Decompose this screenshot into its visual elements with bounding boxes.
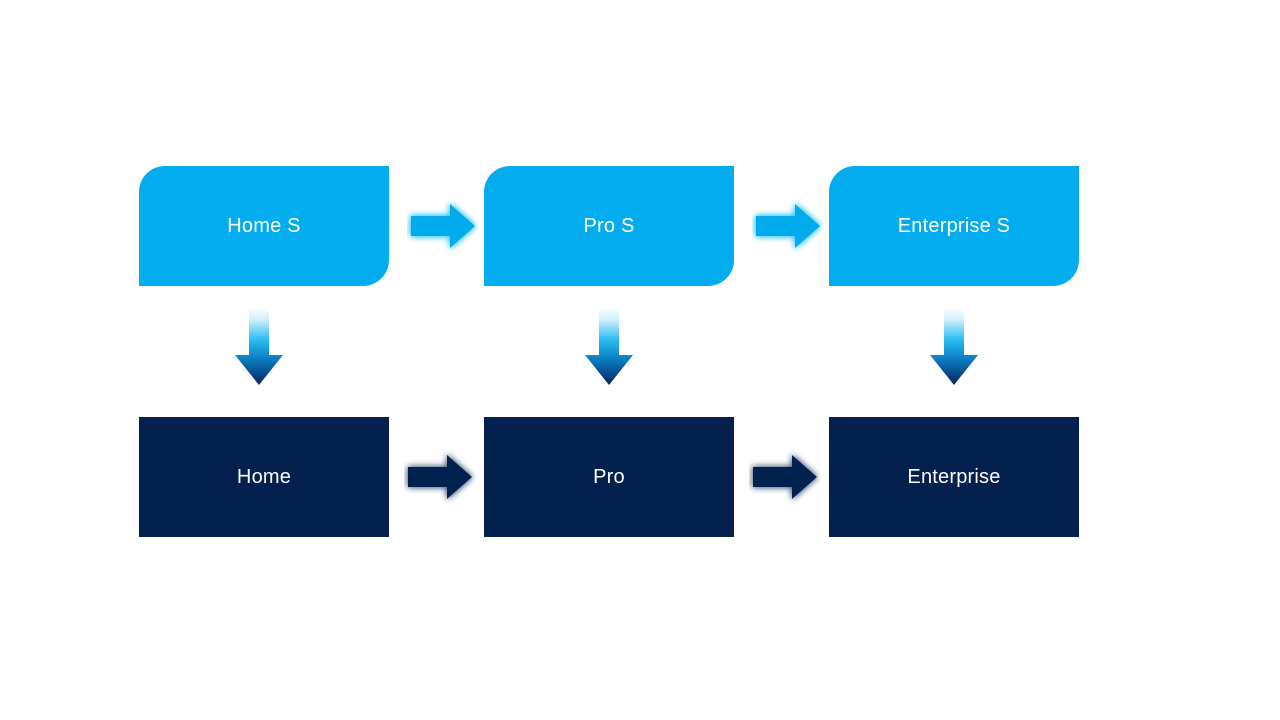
- node-pro[interactable]: Pro: [484, 417, 734, 537]
- node-enterprise-label: Enterprise: [907, 466, 1001, 488]
- node-enterprise-s-label: Enterprise S: [897, 215, 1011, 237]
- arrow-down-icon-home-s-to-home: [231, 305, 287, 389]
- arrow-down-icon-enterprise-s-to-enterprise: [926, 305, 982, 389]
- node-home-s-label: Home S: [227, 215, 301, 237]
- node-home-s[interactable]: Home S: [139, 166, 389, 286]
- arrow-right-icon-home-to-pro: [404, 449, 476, 505]
- node-home[interactable]: Home: [139, 417, 389, 537]
- node-home-label: Home: [236, 466, 292, 488]
- arrow-down-icon-pro-s-to-pro: [581, 305, 637, 389]
- arrow-right-icon-pro-to-enterprise: [749, 449, 821, 505]
- node-enterprise-s[interactable]: Enterprise S: [829, 166, 1079, 286]
- node-pro-s-label: Pro S: [583, 215, 635, 237]
- arrow-right-icon-pro-s-to-enterprise-s: [752, 198, 824, 254]
- node-enterprise[interactable]: Enterprise: [829, 417, 1079, 537]
- node-pro-label: Pro: [593, 466, 625, 488]
- node-pro-s[interactable]: Pro S: [484, 166, 734, 286]
- arrow-right-icon-home-s-to-pro-s: [407, 198, 479, 254]
